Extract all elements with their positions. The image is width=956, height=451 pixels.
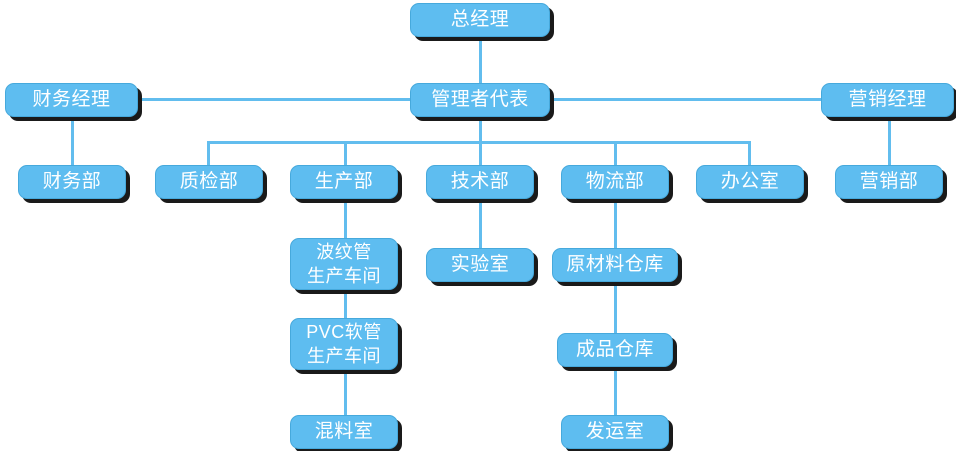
node-office[interactable]: 办公室 (696, 165, 804, 199)
connector-finished-to-shipping (614, 367, 617, 415)
node-marketing-manager[interactable]: 营销经理 (821, 83, 954, 117)
node-shipping-room[interactable]: 发运室 (561, 415, 669, 449)
node-corrugated-pipe-workshop[interactable]: 波纹管 生产车间 (290, 238, 398, 290)
connector-pvc-to-mixing (344, 370, 347, 415)
connector-marketing-down (888, 117, 891, 165)
node-marketing-department[interactable]: 营销部 (835, 165, 943, 199)
node-logistics-department[interactable]: 物流部 (561, 165, 669, 199)
connector-drop-office (748, 141, 751, 165)
node-raw-material-warehouse[interactable]: 原材料仓库 (552, 248, 678, 282)
connector-drop-technology (479, 141, 482, 165)
connector-gm-down (479, 36, 482, 84)
connector-raw-to-finished (614, 282, 617, 333)
node-pvc-hose-workshop[interactable]: PVC软管 生产车间 (290, 318, 398, 370)
node-finished-goods-warehouse[interactable]: 成品仓库 (557, 333, 673, 367)
node-management-representative[interactable]: 管理者代表 (410, 83, 550, 117)
node-finance-department[interactable]: 财务部 (18, 165, 126, 199)
node-qc-department[interactable]: 质检部 (155, 165, 263, 199)
connector-production-to-corrugated (344, 199, 347, 238)
connector-finance-down (71, 117, 74, 165)
node-general-manager[interactable]: 总经理 (410, 3, 550, 37)
node-laboratory[interactable]: 实验室 (426, 248, 534, 282)
connector-technology-to-lab (479, 199, 482, 248)
node-technology-department[interactable]: 技术部 (426, 165, 534, 199)
connector-drop-logistics (614, 141, 617, 165)
connector-drop-production (344, 141, 347, 165)
node-finance-manager[interactable]: 财务经理 (5, 83, 138, 117)
node-production-department[interactable]: 生产部 (290, 165, 398, 199)
connector-corrugated-to-pvc (344, 290, 347, 318)
node-mixing-room[interactable]: 混料室 (290, 415, 398, 449)
connector-drop-qc (207, 141, 210, 165)
connector-logistics-to-raw (614, 199, 617, 248)
